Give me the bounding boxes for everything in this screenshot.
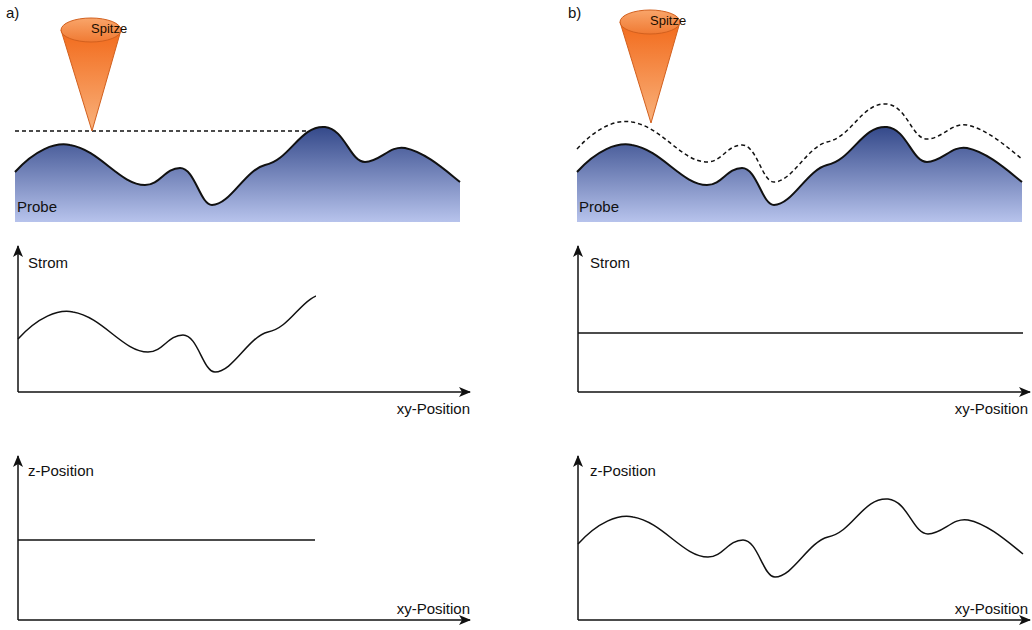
axis-label: Strom	[28, 254, 68, 271]
axis-label: z-Position	[28, 462, 94, 479]
tip-label: Spitze	[91, 22, 127, 37]
current-curve	[18, 294, 316, 372]
scan-line	[15, 130, 326, 132]
sample: Probe	[577, 120, 1022, 222]
sample: Probe	[15, 120, 460, 222]
axis-label: z-Position	[590, 462, 656, 479]
sample-label: Probe	[17, 198, 57, 215]
axis-label: Strom	[590, 254, 630, 271]
z-curve	[578, 499, 1023, 577]
axis-label: xy-Position	[955, 600, 1028, 617]
tip: Spitze	[619, 0, 681, 124]
sample-label: Probe	[579, 198, 619, 215]
sample-body	[577, 120, 1022, 222]
tip-label: Spitze	[650, 14, 686, 29]
axis-label: xy-Position	[955, 400, 1028, 417]
current-curve	[578, 332, 1023, 334]
axis-label: xy-Position	[397, 400, 470, 417]
sample-body	[15, 120, 460, 222]
tip: Spitze	[60, 8, 122, 132]
axis-label: xy-Position	[397, 600, 470, 617]
z-curve	[18, 539, 315, 541]
panel-label: a)	[6, 4, 19, 21]
axes	[18, 246, 1030, 620]
panel-label: b)	[568, 4, 581, 21]
